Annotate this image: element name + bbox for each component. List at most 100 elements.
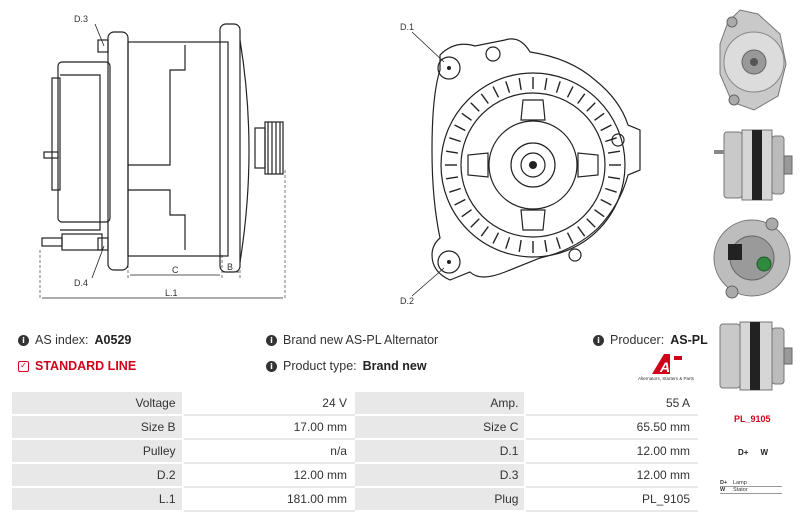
vent-slot — [544, 77, 548, 91]
vent-slot — [607, 176, 621, 180]
dim-label-b: B — [227, 262, 234, 272]
spec-label: D.2 — [10, 462, 184, 488]
dim-label-d2: D.2 — [400, 296, 415, 306]
spec-value: 17.00 mm — [181, 414, 355, 440]
spec-label: D.1 — [352, 438, 527, 464]
spec-label: Size C — [352, 414, 527, 440]
pin-w: W — [760, 448, 769, 457]
vent-slot — [555, 237, 561, 249]
vent-slot — [445, 176, 459, 180]
spec-value: 65.50 mm — [524, 414, 698, 440]
spec-value: 55 A — [524, 390, 698, 416]
pin-d-plus: D+ — [738, 448, 749, 457]
dim-label-l1: L.1 — [165, 288, 178, 298]
vent-slot — [492, 232, 500, 244]
vent-slot — [600, 198, 612, 206]
as-pl-logo: AS Alternators, Starters & Parts — [630, 352, 700, 386]
technical-drawing: D.3 D.4 C B L.1 D.1 D.2 — [39, 14, 641, 306]
spec-value: 12.00 mm — [181, 462, 355, 488]
producer-row: i Producer: AS-PL — [593, 333, 708, 347]
vent-slot — [605, 137, 617, 143]
info-icon: i — [593, 334, 604, 346]
dim-label-d4: D.4 — [74, 278, 89, 288]
spec-label: Amp. — [352, 390, 527, 416]
plug-code: PL_9105 — [734, 414, 771, 424]
vent-slot — [449, 187, 461, 193]
as-index-label: AS index: — [35, 333, 89, 347]
vent-slot — [454, 198, 466, 206]
check-icon: ✓ — [18, 360, 29, 372]
thumbnail-rear-view[interactable] — [710, 208, 796, 310]
vent-slot — [449, 137, 461, 143]
vent-slot — [566, 86, 574, 98]
info-icon: i — [18, 334, 29, 346]
vent-slot — [470, 102, 480, 112]
logo-subtitle: Alternators, Starters & Parts — [637, 376, 695, 381]
vent-slot — [586, 102, 596, 112]
dim-label-d1: D.1 — [400, 22, 415, 32]
vent-slot — [492, 86, 500, 98]
vent-slot — [607, 150, 621, 154]
spec-value: 24 V — [181, 390, 355, 416]
product-thumbnails: PL_9105 D+ W D+ Lamp W Stator — [706, 0, 800, 523]
alternator-drawing-svg — [39, 23, 641, 300]
as-index-value: A0529 — [94, 333, 132, 347]
product-type-row: i Product type: Brand new — [266, 359, 427, 373]
vent-slot — [566, 232, 574, 244]
dim-label-c: C — [172, 265, 179, 275]
producer-value: AS-PL — [670, 333, 708, 347]
vent-slot — [605, 187, 617, 193]
spec-label: L.1 — [10, 486, 184, 512]
spec-label: D.3 — [352, 462, 527, 488]
product-type-value: Brand new — [362, 359, 427, 373]
vent-slot — [470, 218, 480, 228]
thumbnail-front-view[interactable] — [710, 4, 796, 116]
vent-slot — [480, 93, 489, 104]
vent-slot — [586, 218, 596, 228]
spec-label: Size B — [10, 414, 184, 440]
spec-value: 12.00 mm — [524, 462, 698, 488]
brand-row: i Brand new AS-PL Alternator — [266, 333, 438, 347]
vent-slot — [480, 226, 489, 237]
legend-row: W Stator — [720, 487, 782, 494]
spec-label: Pulley — [10, 438, 184, 464]
dim-label-d3: D.3 — [74, 14, 89, 24]
plug-pins: D+ W — [738, 448, 768, 457]
info-icon: i — [266, 334, 277, 346]
vent-slot — [594, 112, 605, 121]
as-index-row: i AS index: A0529 — [18, 333, 131, 347]
vent-slot — [505, 237, 511, 249]
info-icon: i — [266, 360, 277, 372]
legend-row: D+ Lamp — [720, 480, 782, 487]
vent-slot — [544, 239, 548, 253]
vent-slot — [454, 124, 466, 132]
vent-slot — [518, 239, 522, 253]
vent-slot — [505, 81, 511, 93]
vent-slot — [577, 93, 586, 104]
standard-line-label: STANDARD LINE — [35, 359, 137, 373]
spec-label: Voltage — [10, 390, 184, 416]
vent-slot — [461, 209, 472, 218]
vent-slot — [518, 77, 522, 91]
as-logo-mark: AS — [652, 354, 682, 375]
spec-label: Plug — [352, 486, 527, 512]
vent-slot — [594, 209, 605, 218]
thumbnail-side-view-2[interactable] — [710, 316, 796, 396]
spec-value: 12.00 mm — [524, 438, 698, 464]
thumbnail-side-view[interactable] — [710, 122, 796, 208]
plug-legend: D+ Lamp W Stator — [720, 480, 782, 494]
svg-text:AS: AS — [659, 359, 680, 375]
spec-value: 181.00 mm — [181, 486, 355, 512]
spec-value: n/a — [181, 438, 355, 464]
vent-slot — [600, 124, 612, 132]
producer-label: Producer: — [610, 333, 665, 347]
brand-text: Brand new AS-PL Alternator — [283, 333, 439, 347]
vent-slot — [555, 81, 561, 93]
vent-slot — [445, 150, 459, 154]
